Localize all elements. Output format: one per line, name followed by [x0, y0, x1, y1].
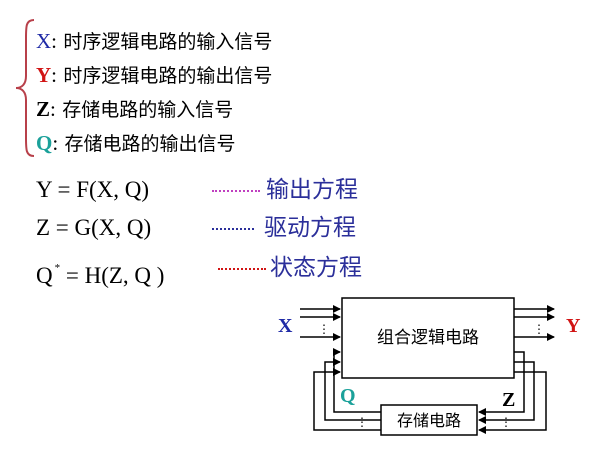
feedback-q-label: Q — [340, 385, 356, 407]
dotted-leader — [212, 190, 260, 192]
colon: : — [52, 131, 59, 155]
ellipsis-y: ⋮ — [533, 322, 545, 336]
storage-label: 存储电路 — [397, 411, 461, 430]
definition-text-y: 时序逻辑电路的输出信号 — [63, 65, 273, 87]
signal-definitions: X: 时序逻辑电路的输入信号 Y: 时序逻辑电路的输出信号 Z: 存储电路的输入… — [36, 24, 272, 160]
equation-formula: Y = F(X, Q) — [36, 177, 150, 202]
input-x-arrows — [300, 305, 341, 341]
feedback-z-label: Z — [502, 389, 515, 411]
colon: : — [51, 29, 58, 53]
equation-label: 输出方程 — [266, 177, 358, 203]
definition-z: Z: 存储电路的输入信号 — [36, 92, 272, 126]
ellipsis-q: ⋮ — [356, 415, 368, 429]
symbol-y: Y — [36, 63, 52, 87]
equation-label: 状态方程 — [270, 255, 362, 281]
combinational-logic-block — [341, 297, 515, 379]
equation-formula: Q* = H(Z, Q ) — [36, 250, 212, 294]
equation-formula: Z = G(X, Q) — [36, 215, 152, 240]
equation-output: Y = F(X, Q) 输出方程 — [36, 172, 358, 208]
input-x-label: X — [278, 315, 293, 337]
feedback-q-lines — [313, 348, 381, 431]
storage-block — [380, 404, 478, 436]
symbol-z: Z — [36, 97, 51, 121]
dotted-leader — [212, 228, 254, 230]
next-state-mark: * — [54, 262, 61, 274]
equation-state: Q* = H(Z, Q ) 状态方程 — [36, 250, 362, 288]
definition-q: Q: 存储电路的输出信号 — [36, 126, 272, 160]
equation-drive: Z = G(X, Q) 驱动方程 — [36, 210, 356, 246]
definition-y: Y: 时序逻辑电路的输出信号 — [36, 58, 272, 92]
symbol-q: Q — [36, 131, 53, 155]
combinational-logic-label: 组合逻辑电路 — [377, 328, 479, 348]
equation-label: 驱动方程 — [264, 215, 356, 241]
symbol-x: X — [36, 29, 52, 53]
colon: : — [51, 63, 58, 87]
colon: : — [50, 97, 56, 121]
ellipsis-z: ⋮ — [500, 415, 512, 429]
definition-x: X: 时序逻辑电路的输入信号 — [36, 24, 272, 58]
definition-text-x: 时序逻辑电路的输入信号 — [63, 31, 273, 53]
output-y-arrows — [514, 305, 555, 341]
state-symbol: Q — [36, 263, 53, 288]
ellipsis-x: ⋮ — [318, 322, 330, 336]
dotted-leader — [218, 268, 266, 270]
definition-text-q: 存储电路的输出信号 — [64, 133, 236, 155]
feedback-z-lines — [478, 351, 547, 434]
output-y-label: Y — [566, 315, 581, 337]
state-formula-rest: = H(Z, Q ) — [60, 263, 165, 288]
definition-text-z: 存储电路的输入信号 — [62, 99, 234, 121]
brace-bracket — [15, 19, 35, 157]
